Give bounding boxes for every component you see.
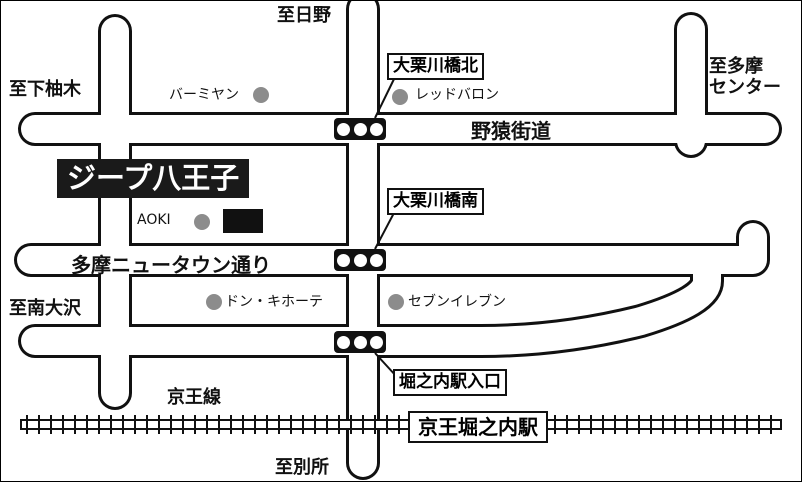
station-label: 京王堀之内駅 xyxy=(408,411,548,443)
railway-line-name: 京王線 xyxy=(167,387,221,408)
destination-east-upper: 至多摩 センター xyxy=(709,56,781,98)
signal-lamp xyxy=(337,335,351,349)
destination-west-lower: 至南大沢 xyxy=(9,298,81,319)
signal-lamp xyxy=(369,335,383,349)
destination-west-upper: 至下柚木 xyxy=(9,79,81,100)
signal-lamp xyxy=(353,335,367,349)
landmark-dot-icon xyxy=(392,89,408,105)
landmark-dot-icon xyxy=(194,214,210,230)
landmark-dot-icon xyxy=(253,87,269,103)
railway-track xyxy=(20,415,782,434)
signal-lamp xyxy=(369,122,383,136)
landmark-dot-icon xyxy=(206,294,222,310)
landmark-dot-icon xyxy=(388,294,404,310)
road-name-upper: 野猿街道 xyxy=(471,119,551,143)
signal-lamp xyxy=(353,122,367,136)
landmark-aoki: AOKI xyxy=(137,212,171,228)
intersection-label-north: 大栗川橋北 xyxy=(387,53,484,80)
store-location-marker xyxy=(223,209,263,233)
landmark-redbaron: レッドバロン xyxy=(415,87,499,103)
signal-lamp xyxy=(369,253,383,267)
signal-lamp xyxy=(337,122,351,136)
store-name-banner: ジープ八王子 xyxy=(57,159,250,198)
road-name-middle: 多摩ニュータウン通り xyxy=(71,253,271,277)
signal-lamp xyxy=(337,253,351,267)
traffic-signal-icon xyxy=(334,249,386,271)
landmark-donki: ドン・キホーテ xyxy=(225,294,323,310)
signal-lamp xyxy=(353,253,367,267)
landmark-seven: セブンイレブン xyxy=(408,294,506,310)
intersection-label-south: 堀之内駅入口 xyxy=(393,369,507,396)
traffic-signal-icon xyxy=(334,331,386,353)
traffic-signal-icon xyxy=(334,118,386,140)
destination-north: 至日野 xyxy=(277,5,331,26)
road-fills xyxy=(17,1,779,477)
intersection-label-middle: 大栗川橋南 xyxy=(387,188,484,215)
destination-south: 至別所 xyxy=(275,457,329,478)
landmark-bamiyan: バーミヤン xyxy=(169,87,239,103)
